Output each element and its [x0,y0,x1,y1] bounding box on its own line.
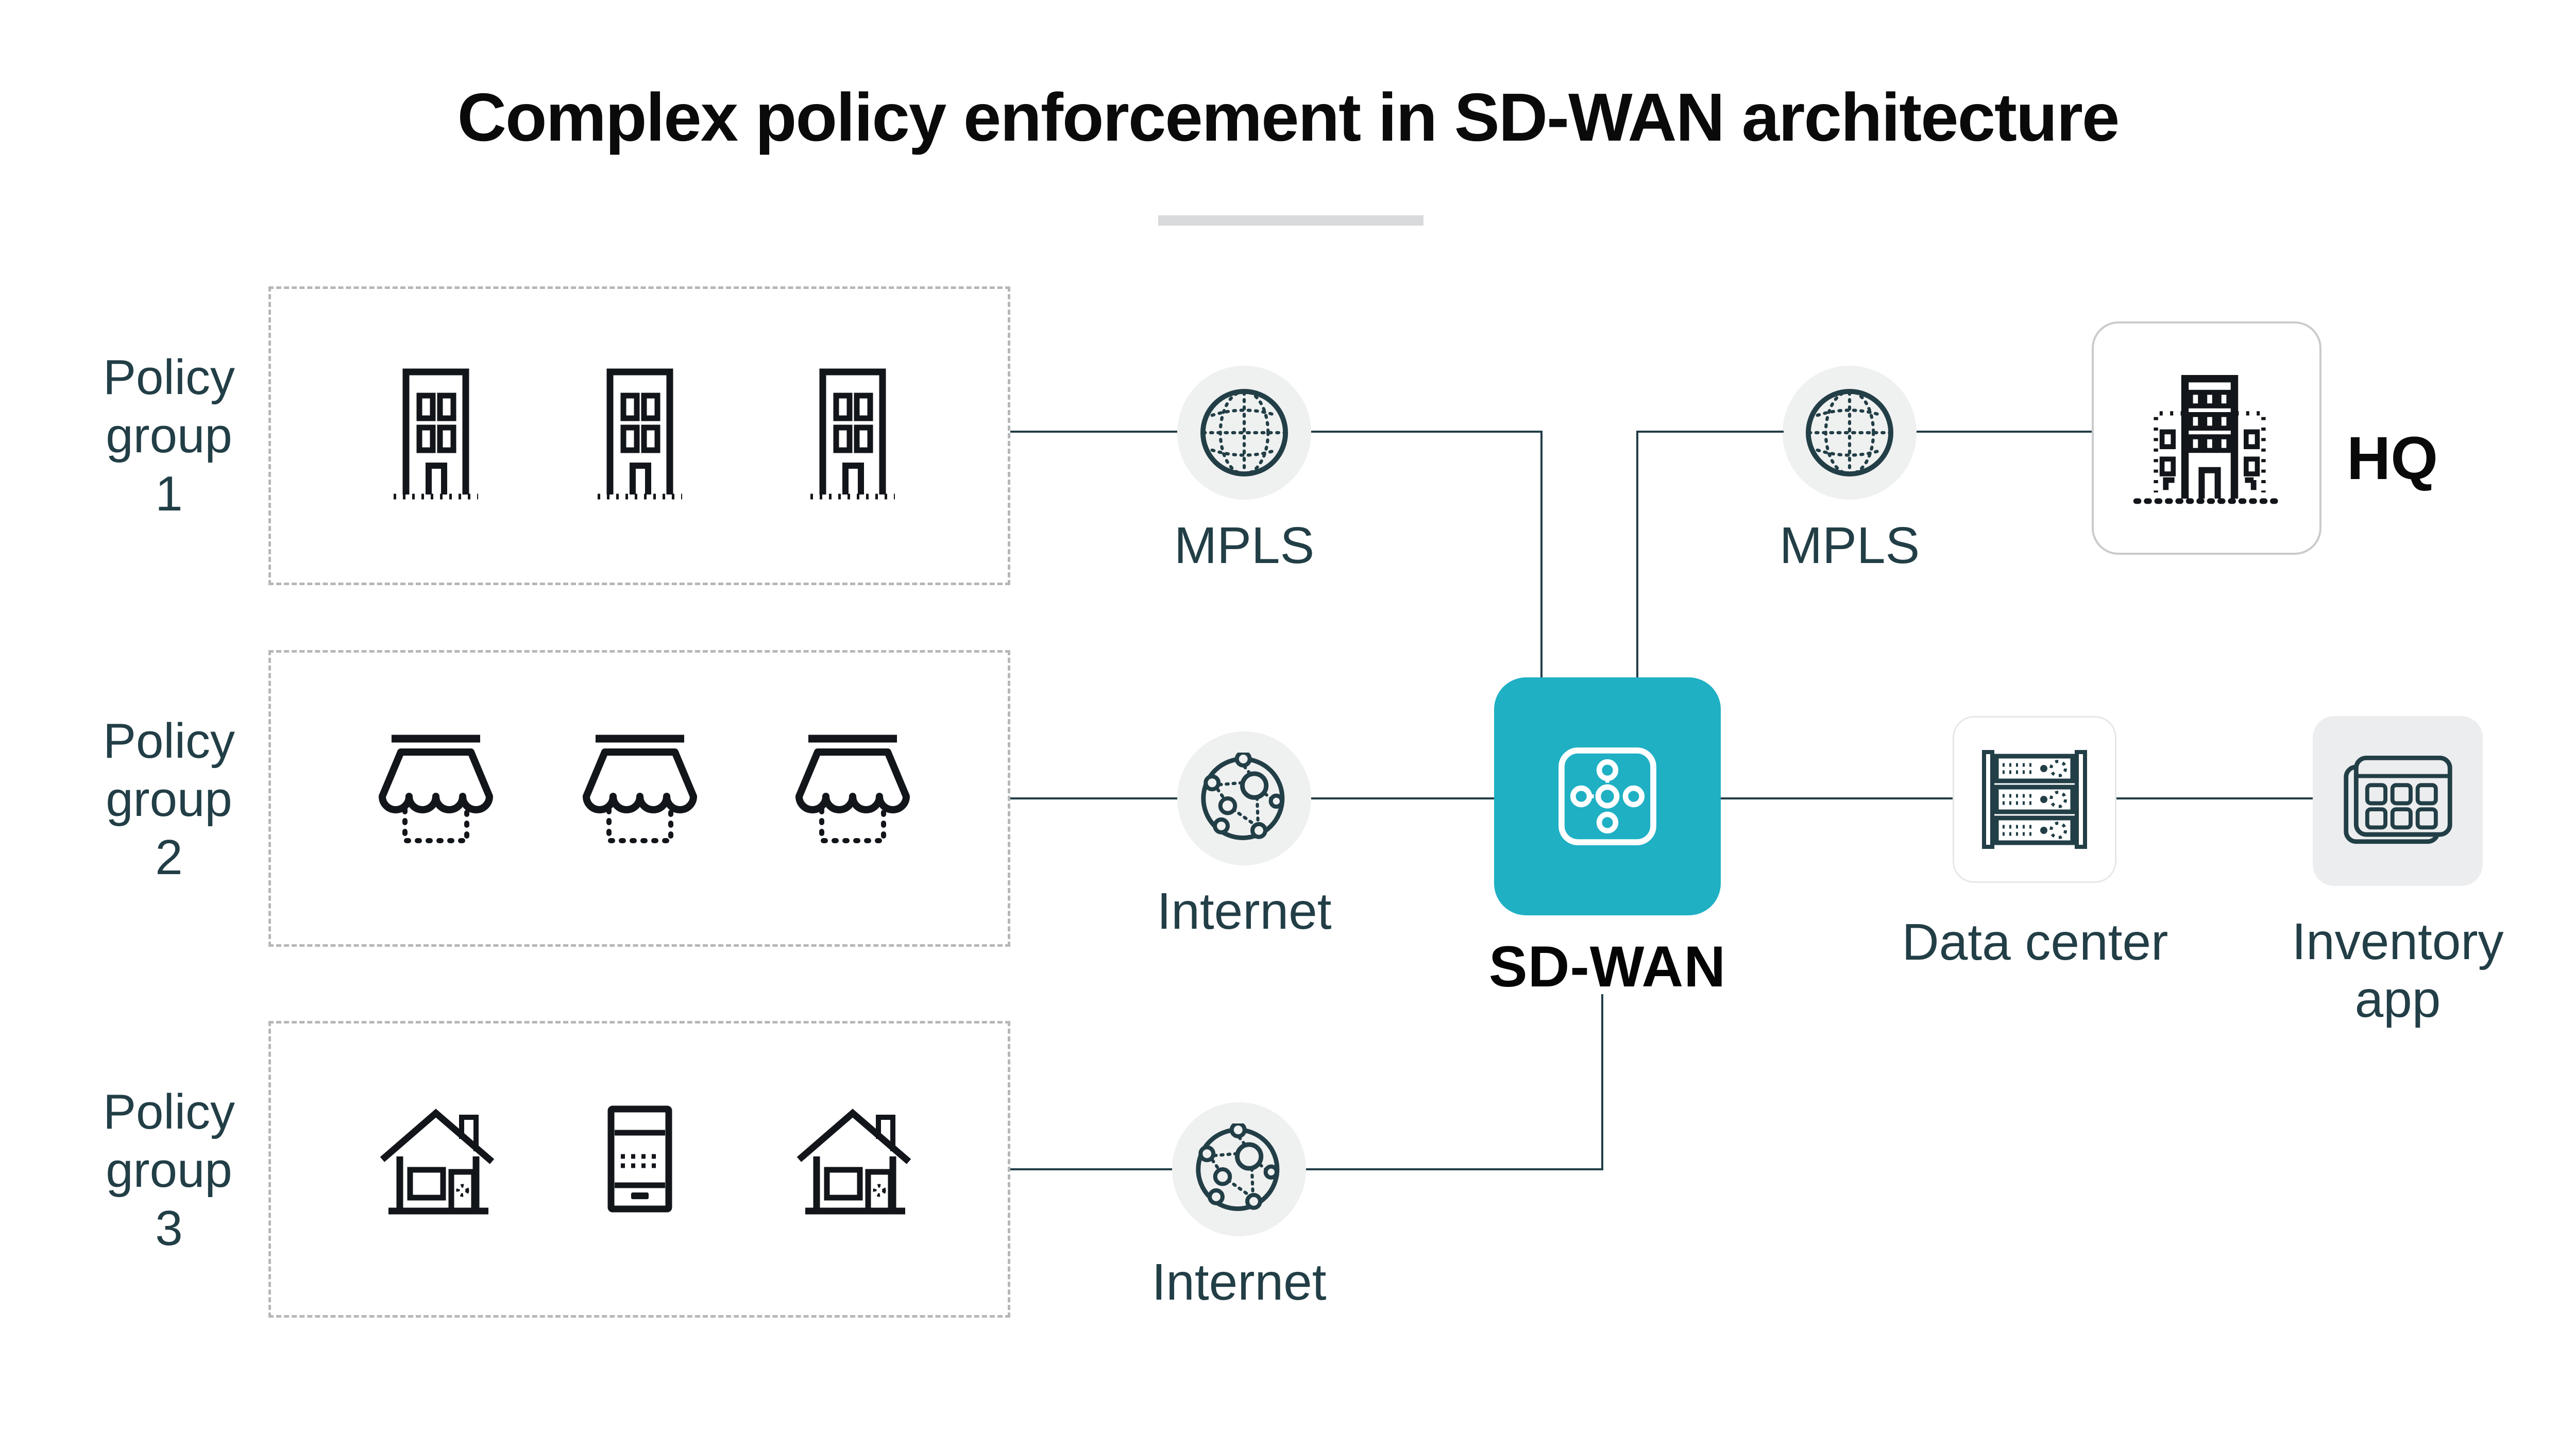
globe-icon [1200,389,1288,476]
office-building-icon [394,368,478,500]
globe-icon [1806,389,1893,476]
hq-building-icon [2133,374,2280,504]
mpls-node-2 [1783,366,1917,500]
house-icon [380,1109,495,1215]
connector-group3-to-internet2 [1010,1168,1172,1170]
office-building-icon [810,368,895,500]
data-center-label: Data center [1902,913,2168,971]
storefront-icon [795,735,910,843]
hq-label: HQ [2347,424,2438,492]
storefront-icon [379,735,493,843]
sdwan-hub-box [1494,677,1721,915]
policy-group-2-label: Policy group 2 [103,713,235,885]
office-building-icon [598,368,682,500]
app-grid-icon [2343,755,2452,844]
mpls-node-1 [1177,366,1311,500]
mpls-node-2-label: MPLS [1779,517,1920,574]
diagram-title: Complex policy enforcement in SD-WAN arc… [457,79,2120,155]
connector-hub-to-mpls2-v [1636,431,1638,677]
mobile-phone-icon [607,1105,672,1213]
mpls-node-1-label: MPLS [1174,517,1315,574]
internet-node-2-label: Internet [1151,1253,1327,1311]
connector-group2-to-internet1 [1010,797,1177,799]
policy-group-3-label: Policy group 3 [103,1084,235,1256]
sdwan-hub-label: SD-WAN [1488,934,1726,999]
connector-hub-to-mpls2-h [1636,431,1784,433]
sdwan-mesh-icon [1558,747,1656,845]
connector-internet1-to-hub [1311,797,1494,799]
internet-node-1-label: Internet [1157,882,1332,940]
connector-mpls1-to-hub-v [1540,431,1543,677]
connector-internet2-to-hub-v [1601,994,1603,1170]
internet-node-2 [1172,1102,1306,1236]
connector-mpls2-to-hq [1917,431,2092,433]
data-center-card [1953,716,2116,883]
hq-card [2092,321,2321,555]
internet-node-1 [1177,731,1311,865]
server-rack-icon [1982,750,2087,849]
house-icon [796,1109,911,1215]
connector-hub-to-datacenter [1721,797,1953,799]
title-divider [1158,215,1423,226]
connector-datacenter-to-inventory [2116,797,2313,799]
network-icon [1201,753,1285,840]
inventory-app-label: Inventory app [2292,913,2504,1028]
network-icon [1196,1123,1280,1211]
connector-internet2-to-hub-h [1306,1168,1603,1170]
storefront-icon [583,735,697,843]
connector-group1-to-mpls1 [1010,431,1177,433]
inventory-app-card [2313,716,2483,886]
connector-mpls1-to-hub-h [1311,431,1541,433]
policy-group-1-label: Policy group 1 [103,350,235,521]
